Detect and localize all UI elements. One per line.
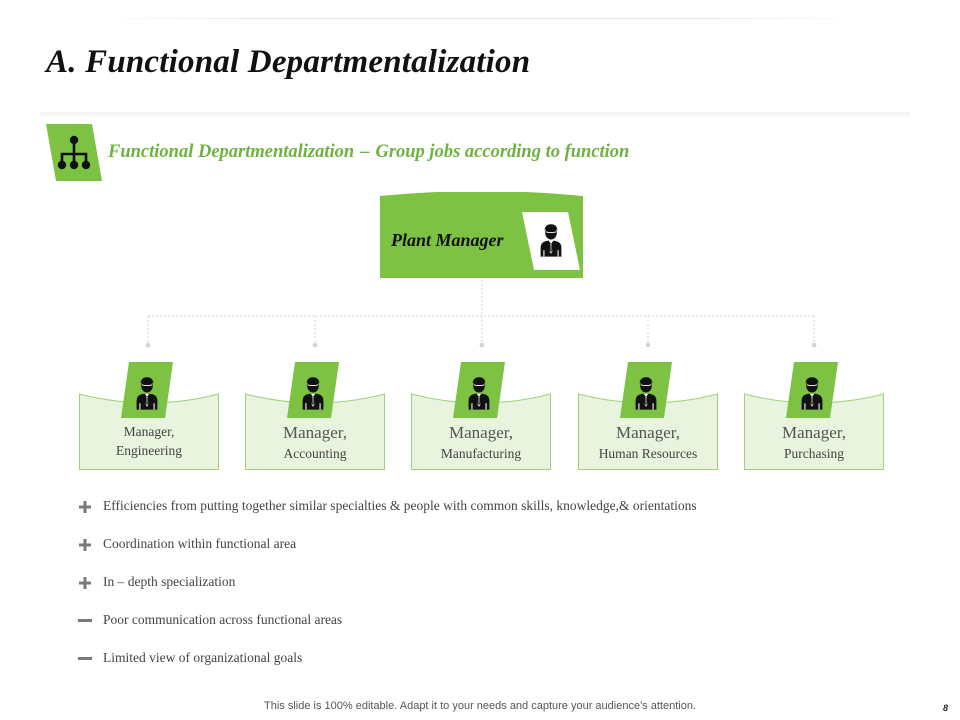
- list-item: In – depth specialization: [77, 574, 877, 594]
- child-node-title: Manager,: [782, 423, 846, 442]
- child-node-engineering: Manager, Engineering: [79, 362, 219, 470]
- top-divider: [100, 18, 860, 19]
- child-node-title: Manager,: [123, 424, 175, 439]
- point-text: Efficiencies from putting together simil…: [103, 498, 697, 513]
- list-item: Coordination within functional area: [77, 536, 877, 556]
- slide-subtitle: Functional Departmentalization–Group job…: [108, 142, 629, 163]
- child-node-purchasing: Manager, Purchasing: [744, 362, 884, 470]
- child-node-title: Manager,: [616, 423, 680, 442]
- list-item: Limited view of organizational goals: [77, 650, 877, 670]
- list-item: Efficiencies from putting together simil…: [77, 498, 877, 518]
- child-node-accounting: Manager, Accounting: [245, 362, 385, 470]
- plus-icon: [79, 539, 91, 551]
- child-node-manufacturing: Manager, Manufacturing: [411, 362, 551, 470]
- list-item: Poor communication across functional are…: [77, 612, 877, 632]
- point-text: Poor communication across functional are…: [103, 612, 343, 627]
- plus-icon: [79, 501, 91, 513]
- child-node-department: Engineering: [116, 443, 182, 458]
- minus-icon: [78, 657, 92, 660]
- child-node-department: Human Resources: [598, 446, 698, 461]
- point-text: Limited view of organizational goals: [103, 650, 303, 665]
- child-node-title: Manager,: [449, 423, 513, 442]
- child-node-department: Manufacturing: [440, 446, 522, 461]
- child-node-human-resources: Manager, Human Resources: [578, 362, 718, 470]
- child-node-title: Manager,: [283, 423, 347, 442]
- plus-icon: [79, 577, 91, 589]
- slide-title: A. Functional Departmentalization: [46, 44, 531, 80]
- manager-person-icon: [121, 362, 173, 418]
- page-number: 8: [943, 703, 949, 713]
- child-node-department: Accounting: [283, 446, 347, 461]
- footer-note: This slide is 100% editable. Adapt it to…: [264, 700, 696, 712]
- child-node-department: Purchasing: [784, 446, 844, 461]
- manager-person-icon: [287, 362, 339, 418]
- subtitle-term: Functional Departmentalization: [108, 142, 355, 162]
- root-node-label: Plant Manager: [391, 230, 504, 250]
- manager-person-icon: [453, 362, 505, 418]
- point-text: Coordination within functional area: [103, 536, 297, 551]
- manager-person-icon: [620, 362, 672, 418]
- subtitle-description: Group jobs according to function: [375, 142, 630, 162]
- org-chart-icon: [46, 124, 102, 181]
- minus-icon: [78, 619, 92, 622]
- title-underline-shadow: [40, 112, 910, 118]
- manager-person-icon: [786, 362, 838, 418]
- point-text: In – depth specialization: [103, 574, 236, 589]
- manager-person-icon: [522, 212, 580, 270]
- subtitle-separator: –: [360, 142, 370, 162]
